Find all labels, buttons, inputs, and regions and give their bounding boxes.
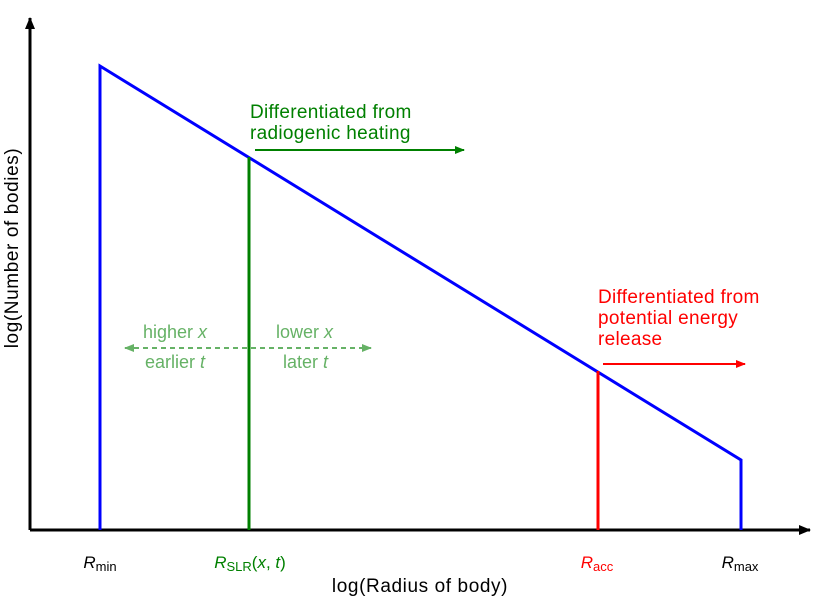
later-t-label: later t — [283, 352, 329, 372]
lower-x-label: lower x — [276, 322, 334, 342]
potential-label-line3: release — [598, 329, 662, 350]
x-axis-title: log(Radius of body) — [332, 576, 508, 597]
tick-r-slr: RSLR(x, t) — [214, 553, 286, 574]
potential-label-line2: potential energy — [598, 308, 738, 329]
y-axis-title: log(Number of bodies) — [2, 148, 23, 349]
potential-label-line1: Differentiated from — [598, 287, 760, 308]
tick-r-acc: Racc — [581, 553, 614, 574]
tick-r-min: Rmin — [83, 553, 116, 574]
size-distribution-line — [98, 63, 743, 530]
tick-r-max: Rmax — [722, 553, 759, 574]
earlier-t-label: earlier t — [145, 352, 206, 372]
radiogenic-label-line2: radiogenic heating — [250, 123, 411, 144]
higher-x-label: higher x — [143, 322, 208, 342]
radiogenic-label-line1: Differentiated from — [250, 102, 412, 123]
